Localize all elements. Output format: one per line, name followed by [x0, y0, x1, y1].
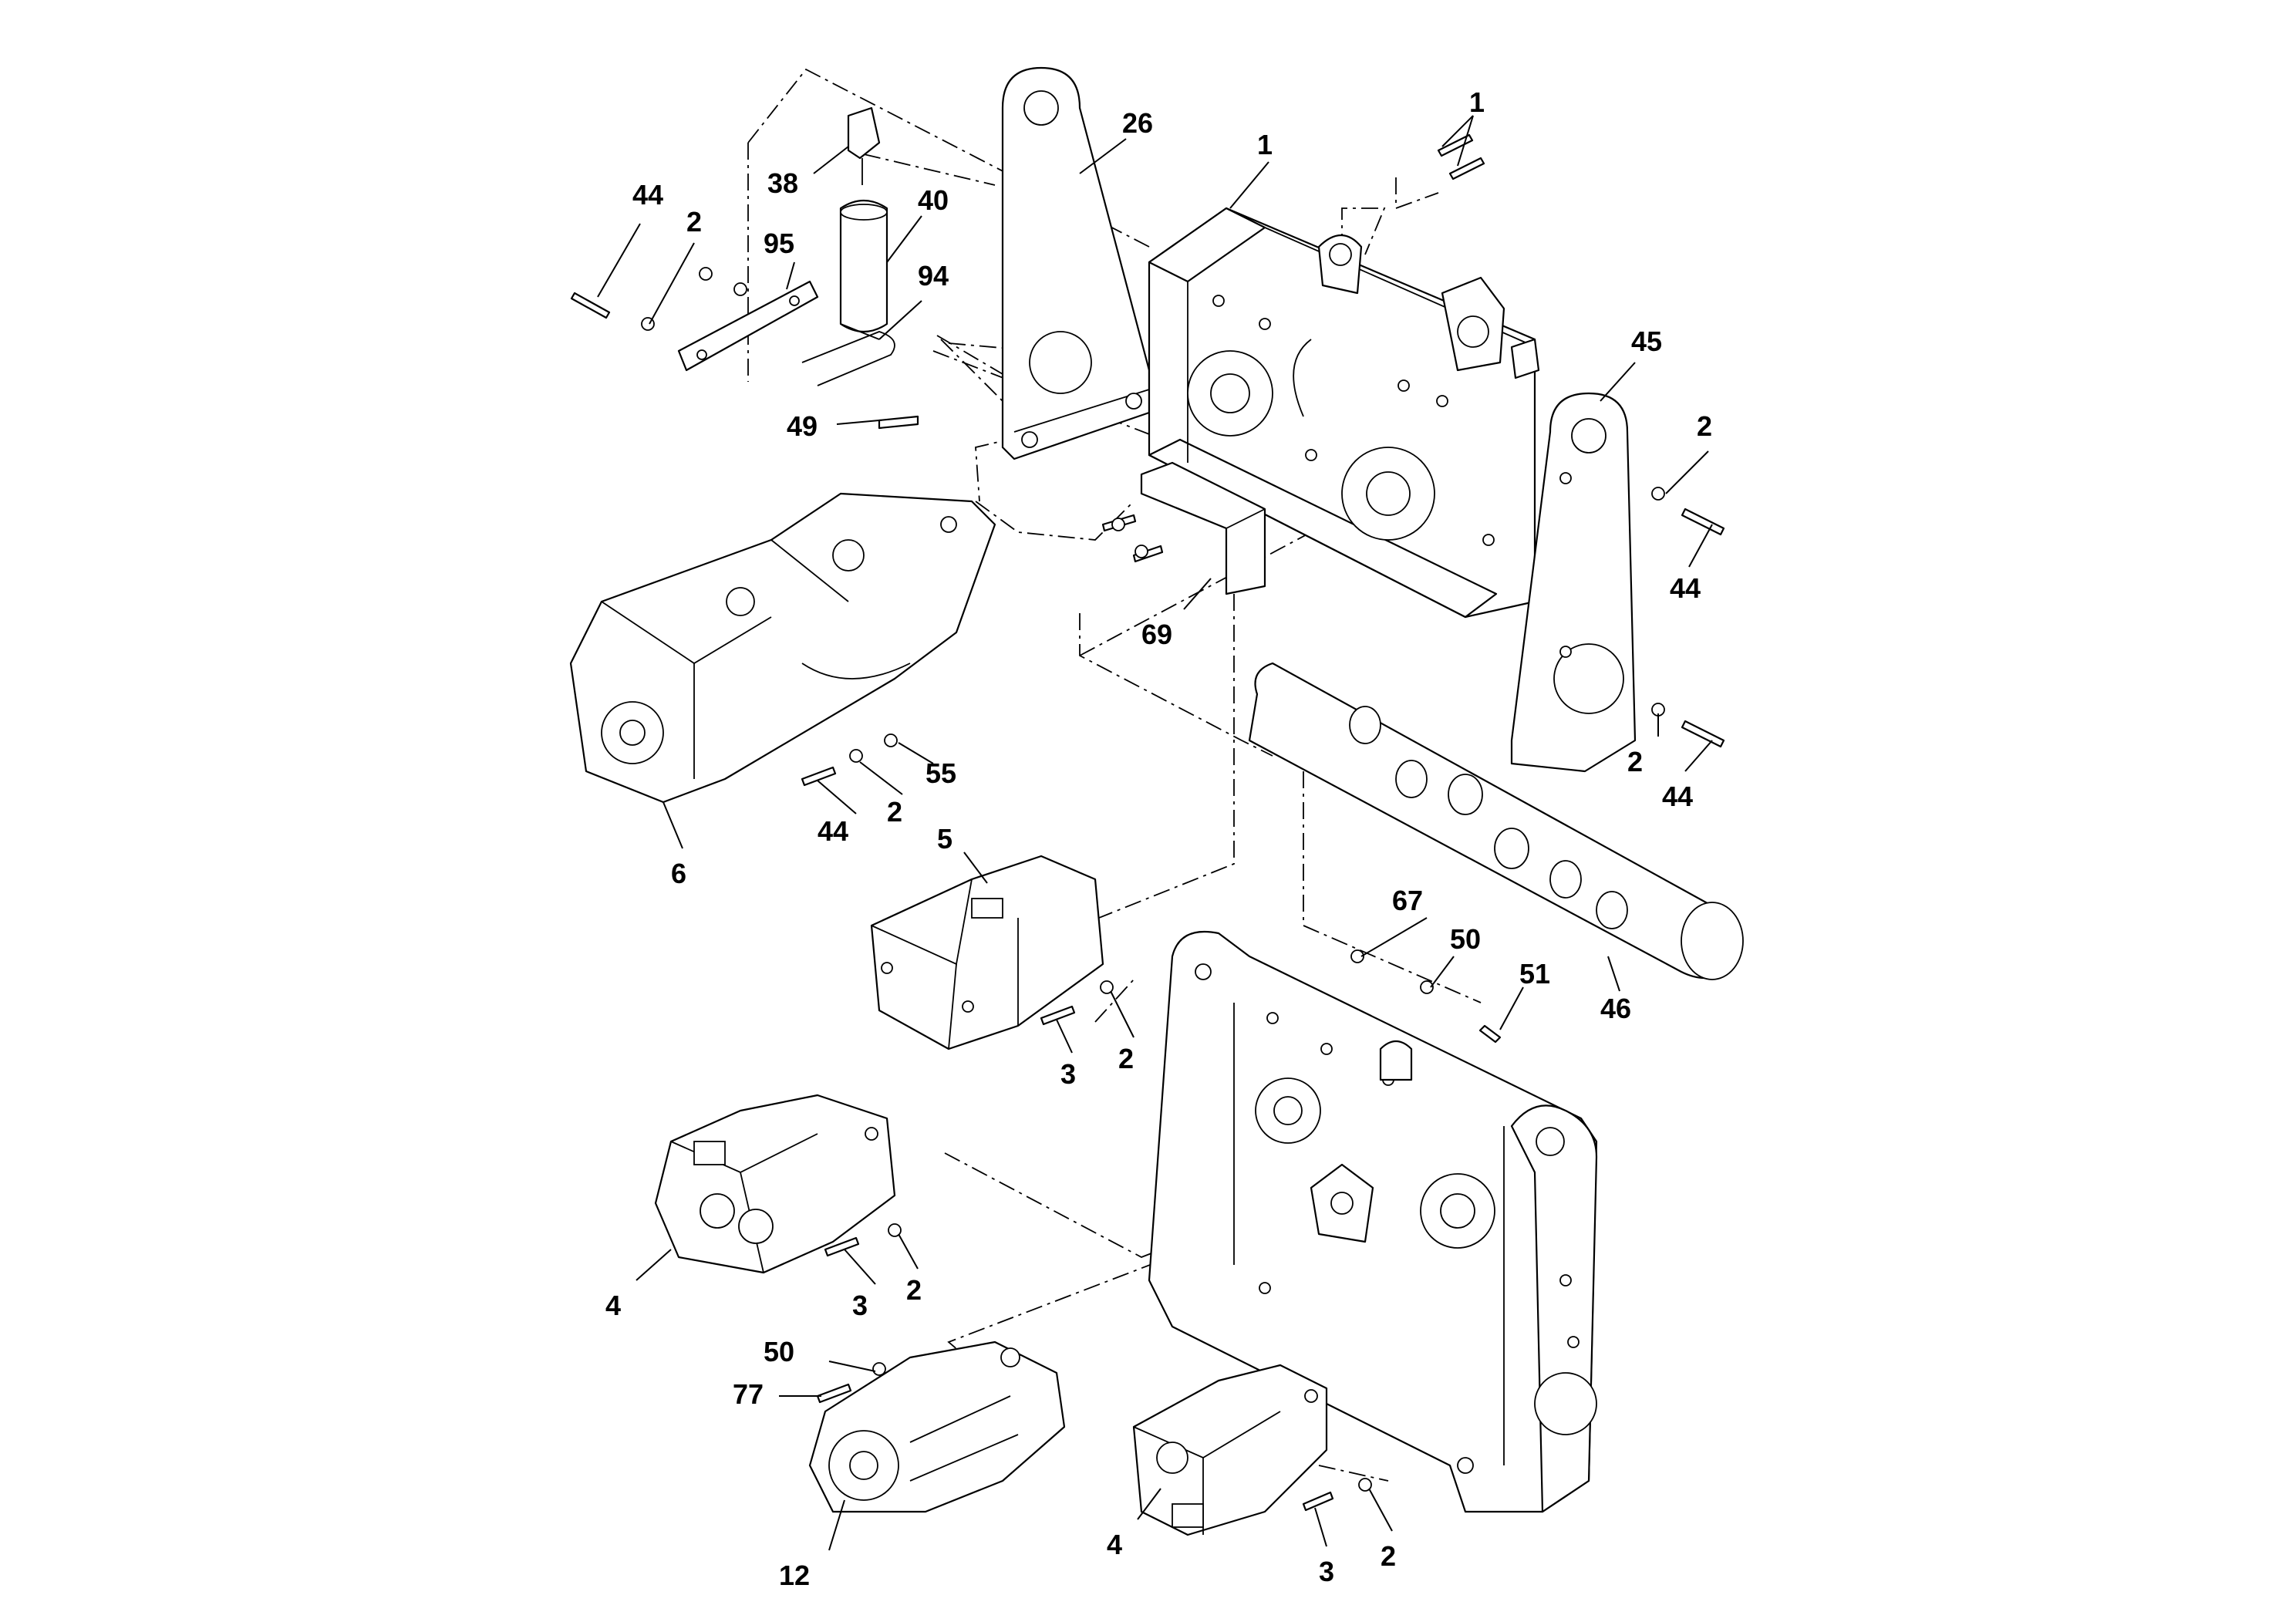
- callout-2-top-left: 2: [686, 206, 702, 238]
- u-bolt-94: [801, 323, 895, 386]
- callout-44-right-upper: 44: [1670, 572, 1701, 604]
- hydraulic-fitting-38: [847, 106, 881, 185]
- callout-labels: 1 1 26 38 40 94 44 2 95 49 45 2 44 69 2 …: [605, 86, 1712, 1591]
- callout-69: 69: [1141, 619, 1172, 650]
- callout-3-pump-5: 3: [1060, 1058, 1076, 1090]
- callout-46: 46: [1600, 993, 1631, 1024]
- callout-26: 26: [1122, 107, 1153, 139]
- callout-40: 40: [918, 184, 949, 216]
- callout-2-right-upper: 2: [1697, 410, 1712, 442]
- callout-38: 38: [767, 167, 798, 199]
- bracket-plate-26: [1001, 66, 1151, 460]
- callout-12: 12: [779, 1560, 810, 1591]
- callout-50-upper: 50: [1450, 923, 1481, 955]
- callout-2-pump-4-lower: 2: [1381, 1540, 1396, 1572]
- strap-plate-95: [677, 280, 819, 372]
- gear-pump-5: [870, 855, 1104, 1050]
- callout-55: 55: [925, 757, 956, 789]
- callout-1-upper: 1: [1469, 86, 1485, 118]
- callout-2-pump-5: 2: [1118, 1043, 1134, 1074]
- callout-95: 95: [764, 228, 794, 259]
- filter-40: [839, 200, 888, 332]
- gearbox-housing-1: [1148, 207, 1540, 619]
- manifold-tube-46: [1248, 662, 1744, 980]
- callout-2-pump-6: 2: [887, 796, 902, 828]
- callout-50-lower: 50: [764, 1336, 794, 1367]
- callout-4-upper: 4: [605, 1290, 621, 1321]
- callout-2-right-lower: 2: [1627, 746, 1643, 777]
- callout-49: 49: [787, 410, 818, 442]
- callout-1-lower: 1: [1257, 129, 1273, 160]
- lower-gearbox-housing: [1148, 930, 1598, 1513]
- callout-3-pump-4-upper: 3: [852, 1290, 868, 1321]
- bracket-plate-45: [1510, 392, 1637, 773]
- pump-4-upper: [654, 1094, 896, 1274]
- callout-67: 67: [1392, 885, 1423, 916]
- callout-5: 5: [937, 823, 952, 855]
- spacer-plate-69: [1140, 461, 1266, 595]
- leader-lines: [597, 115, 1713, 1551]
- callout-3-pump-4-lower: 3: [1319, 1556, 1334, 1587]
- callout-44-pump-6: 44: [818, 815, 848, 847]
- callout-6: 6: [671, 858, 686, 889]
- fasteners: [570, 133, 1725, 1512]
- drive-coupling-12: [808, 1340, 1066, 1513]
- pump-4-lower: [1132, 1364, 1328, 1536]
- callout-4-lower: 4: [1107, 1529, 1122, 1560]
- callout-44-right-lower: 44: [1662, 781, 1693, 812]
- callout-94: 94: [918, 260, 949, 292]
- callout-77: 77: [733, 1378, 764, 1410]
- callout-51: 51: [1519, 958, 1550, 990]
- callout-2-pump-4-upper: 2: [906, 1274, 922, 1306]
- tandem-pump-6: [569, 492, 996, 804]
- callout-45: 45: [1631, 325, 1662, 357]
- callout-44-top-left: 44: [632, 179, 663, 211]
